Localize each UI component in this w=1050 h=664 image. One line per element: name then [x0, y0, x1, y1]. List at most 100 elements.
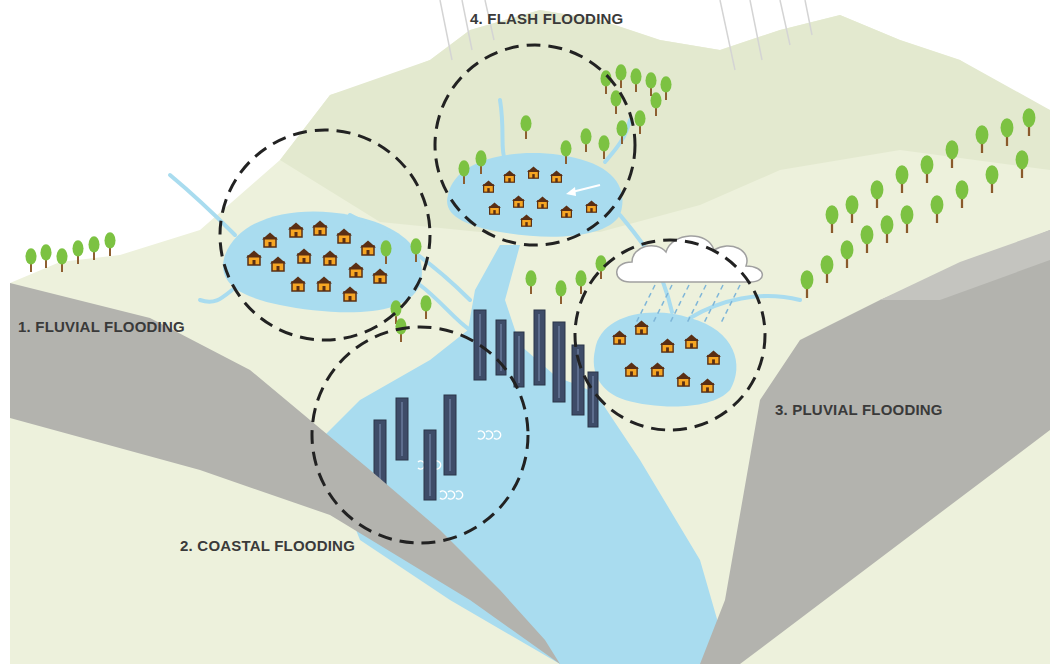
houses [660, 338, 675, 352]
houses [290, 277, 306, 292]
flash-flow-arrow [566, 187, 576, 196]
trees [946, 140, 959, 168]
trees [410, 238, 421, 262]
houses [676, 372, 691, 386]
trees [560, 140, 571, 164]
city-towers [514, 332, 524, 387]
tower-windows [380, 314, 593, 496]
houses [246, 251, 262, 266]
trees [520, 115, 531, 139]
hazard-circles [575, 240, 765, 430]
rain-streaks [805, 0, 812, 35]
trees [931, 195, 944, 223]
trees [901, 205, 914, 233]
rain-drops [669, 285, 689, 325]
trees [645, 72, 656, 96]
tributary-streams [690, 296, 800, 318]
tower-windows [593, 376, 594, 423]
city-towers [374, 310, 598, 500]
trees [458, 160, 469, 184]
houses [520, 214, 533, 226]
trees [598, 135, 609, 159]
tower-windows [450, 399, 451, 471]
city-towers [396, 398, 408, 460]
sea-waves [440, 491, 463, 499]
city-towers [424, 430, 436, 500]
tower-windows [430, 434, 431, 496]
city-towers [444, 395, 456, 475]
trees [72, 240, 83, 264]
flood-type-label-box: 2. COASTAL FLOODING [180, 537, 355, 555]
tower-windows [402, 402, 403, 456]
trees [986, 165, 999, 193]
houses [706, 350, 721, 364]
rain-drops [686, 285, 706, 325]
sea-waves [418, 431, 501, 499]
rain-drops [635, 285, 740, 325]
houses [624, 362, 639, 376]
trees [660, 76, 671, 100]
tower-windows [539, 314, 540, 381]
houses [322, 251, 338, 266]
trees [861, 225, 874, 253]
trees [801, 270, 814, 298]
houses [372, 269, 388, 284]
city-towers [553, 322, 565, 402]
trees [420, 295, 431, 319]
flood-type-label: 4. FLASH FLOODING [470, 10, 623, 27]
houses [360, 241, 376, 256]
houses [270, 257, 286, 272]
trees [976, 125, 989, 153]
trees [88, 236, 99, 260]
trees [871, 180, 884, 208]
trees [956, 180, 969, 208]
terrain-surface [10, 10, 1050, 664]
trees [841, 240, 854, 268]
flood-type-label: 3. PLUVIAL FLOODING [775, 401, 943, 418]
trees [25, 248, 36, 272]
houses [262, 233, 278, 248]
hazard-circles [312, 327, 528, 543]
right-cliff-face [700, 230, 1050, 664]
houses [512, 195, 525, 207]
houses [550, 170, 563, 182]
trees [630, 68, 641, 92]
right-mountain-face [880, 230, 1050, 300]
rain-streaks [780, 0, 790, 45]
houses [527, 166, 540, 178]
trees [616, 120, 627, 144]
trees [1001, 118, 1014, 146]
trees [56, 248, 67, 272]
rain-streaks [440, 0, 812, 70]
flood-type-label-box: 3. PLUVIAL FLOODING [775, 401, 943, 419]
houses [634, 320, 649, 334]
houses [336, 229, 352, 244]
rain-drops [635, 285, 655, 325]
trees [826, 205, 839, 233]
trees [881, 215, 894, 243]
hazard-circles [220, 130, 430, 340]
trees [525, 270, 536, 294]
houses [296, 249, 312, 264]
trees [600, 70, 611, 94]
trees [40, 244, 51, 268]
sea-waves [478, 431, 501, 439]
rain-streaks [720, 0, 735, 70]
trees [380, 240, 391, 264]
trees [1016, 150, 1029, 178]
rain-streaks [750, 0, 762, 60]
tributary-streams [200, 290, 232, 302]
rain-drops [652, 285, 672, 325]
tributary-streams [500, 100, 505, 160]
flood-type-label-box: 1. FLUVIAL FLOODING [18, 318, 185, 336]
trees [634, 110, 645, 134]
tributary-streams [170, 100, 800, 400]
flash-flow-arrow [572, 185, 600, 192]
city-towers [534, 310, 545, 385]
trees [615, 64, 626, 88]
city-towers [588, 372, 598, 427]
trees [846, 195, 859, 223]
houses [503, 170, 516, 182]
houses [312, 221, 328, 236]
